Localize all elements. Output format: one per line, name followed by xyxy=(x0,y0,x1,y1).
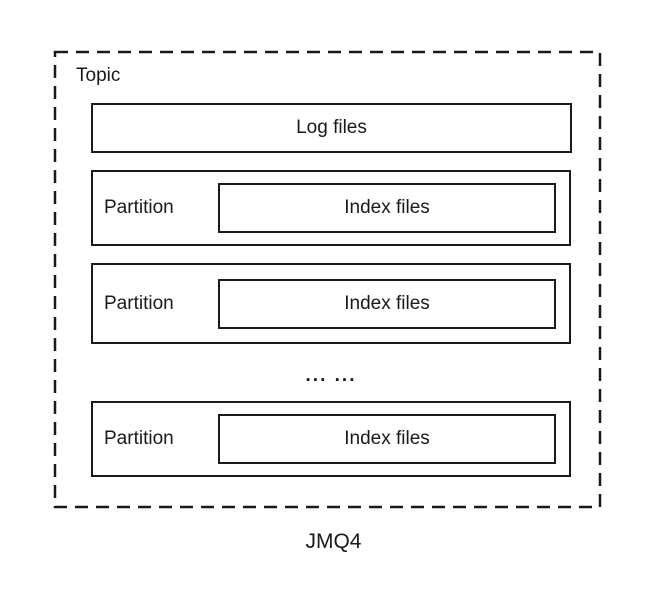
index-files-label: Index files xyxy=(344,292,430,314)
partition-box: Partition Index files xyxy=(91,263,571,344)
more-partitions-ellipsis: ... ... xyxy=(305,365,357,386)
diagram-caption: JMQ4 xyxy=(305,530,362,553)
topic-label: Topic xyxy=(76,65,121,86)
index-files-label: Index files xyxy=(344,428,430,449)
log-files-label: Log files xyxy=(296,117,367,138)
index-files-box: Index files xyxy=(218,183,556,233)
index-files-label: Index files xyxy=(344,197,430,218)
index-files-box: Index files xyxy=(218,414,556,464)
partition-label: Partition xyxy=(104,292,174,314)
topic-dashed-border xyxy=(53,50,602,509)
partition-label: Partition xyxy=(104,197,174,218)
index-files-box: Index files xyxy=(218,278,556,329)
log-files-box: Log files xyxy=(91,103,572,153)
partition-box: Partition Index files xyxy=(91,170,571,246)
partition-box: Partition Index files xyxy=(91,401,571,477)
partition-label: Partition xyxy=(104,428,174,449)
